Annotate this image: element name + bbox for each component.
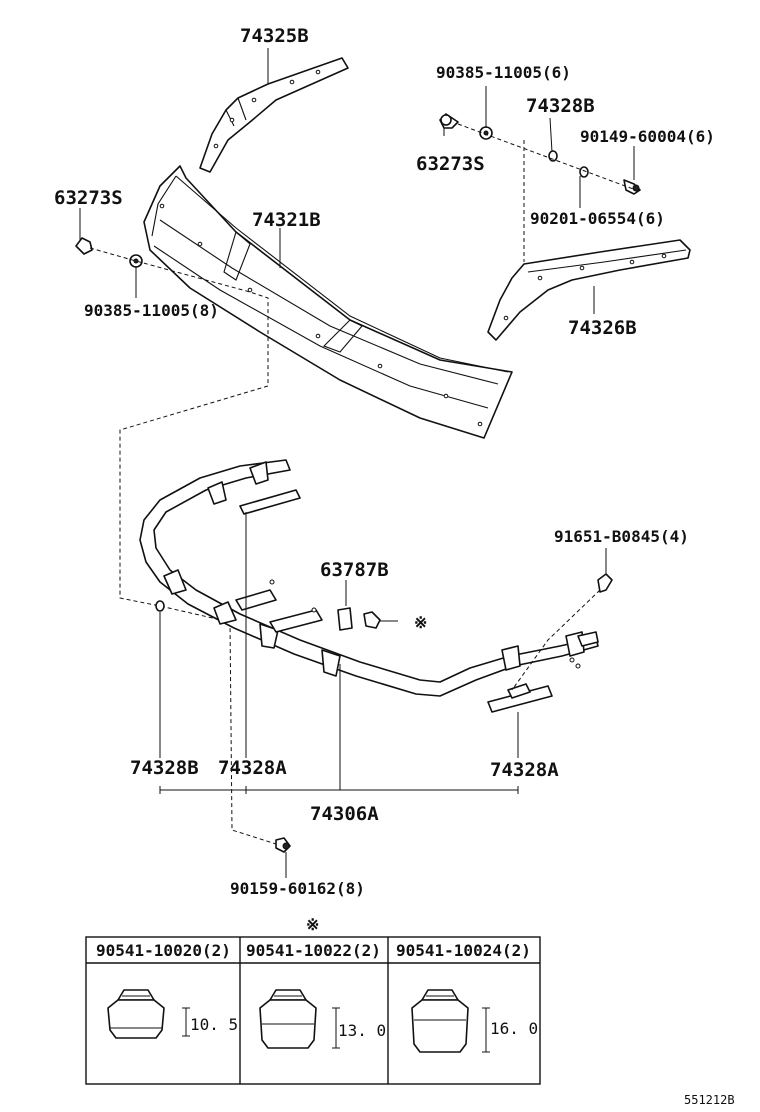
label-74306A: 74306A	[310, 803, 379, 825]
table-header-10024: 90541-10024(2)	[396, 941, 531, 960]
label-63787B: 63787B	[320, 559, 389, 581]
label-74328A-left: 74328A	[218, 757, 287, 779]
svg-text:※: ※	[414, 613, 427, 632]
spacer-10020-illustration	[107, 989, 190, 1039]
table-header-10020: 90541-10020(2)	[96, 941, 231, 960]
fasteners-top-right	[439, 113, 641, 262]
part-74306A-frame	[139, 459, 599, 697]
label-74321B: 74321B	[252, 209, 321, 231]
label-74328A-right: 74328A	[490, 759, 559, 781]
label-90159: 90159-60162(8)	[230, 879, 365, 898]
label-90201: 90201-06554(6)	[530, 209, 665, 228]
label-74328B-top: 74328B	[526, 95, 595, 117]
spacer-10022-height: 13. 0	[338, 1021, 386, 1040]
part-90159-bolt	[275, 837, 291, 853]
part-63787B-pad: ※	[337, 607, 427, 632]
spacer-10024-height: 16. 0	[490, 1019, 538, 1038]
part-74325B-bracket	[199, 57, 349, 173]
reference-code: 551212B	[684, 1093, 735, 1107]
spacer-10024-illustration	[411, 989, 490, 1053]
part-74326B-bracket	[487, 239, 691, 341]
part-74328A-plates	[239, 489, 553, 713]
label-74328B-bottom: 74328B	[130, 757, 199, 779]
part-74321B-panel	[143, 165, 513, 439]
label-74325B: 74325B	[240, 25, 309, 47]
part-91651-bolt	[511, 573, 613, 691]
label-90385-top: 90385-11005(6)	[436, 63, 571, 82]
spacer-table: 90541-10020(2) 90541-10022(2) 90541-1002…	[85, 936, 541, 1085]
spacer-10022-illustration	[259, 989, 340, 1049]
label-90149: 90149-60004(6)	[580, 127, 715, 146]
table-asterisk: ※	[306, 915, 319, 934]
label-63273S-right: 63273S	[416, 153, 485, 175]
table-header-10022: 90541-10022(2)	[246, 941, 381, 960]
label-74326B: 74326B	[568, 317, 637, 339]
leader-lines	[79, 48, 635, 878]
spacer-10020-height: 10. 5	[190, 1015, 238, 1034]
label-90385-left: 90385-11005(8)	[84, 301, 219, 320]
label-63273S-left: 63273S	[54, 187, 123, 209]
part-74328B-washer	[155, 600, 165, 612]
label-91651: 91651-B0845(4)	[554, 527, 689, 546]
fasteners-top-left	[75, 237, 277, 845]
